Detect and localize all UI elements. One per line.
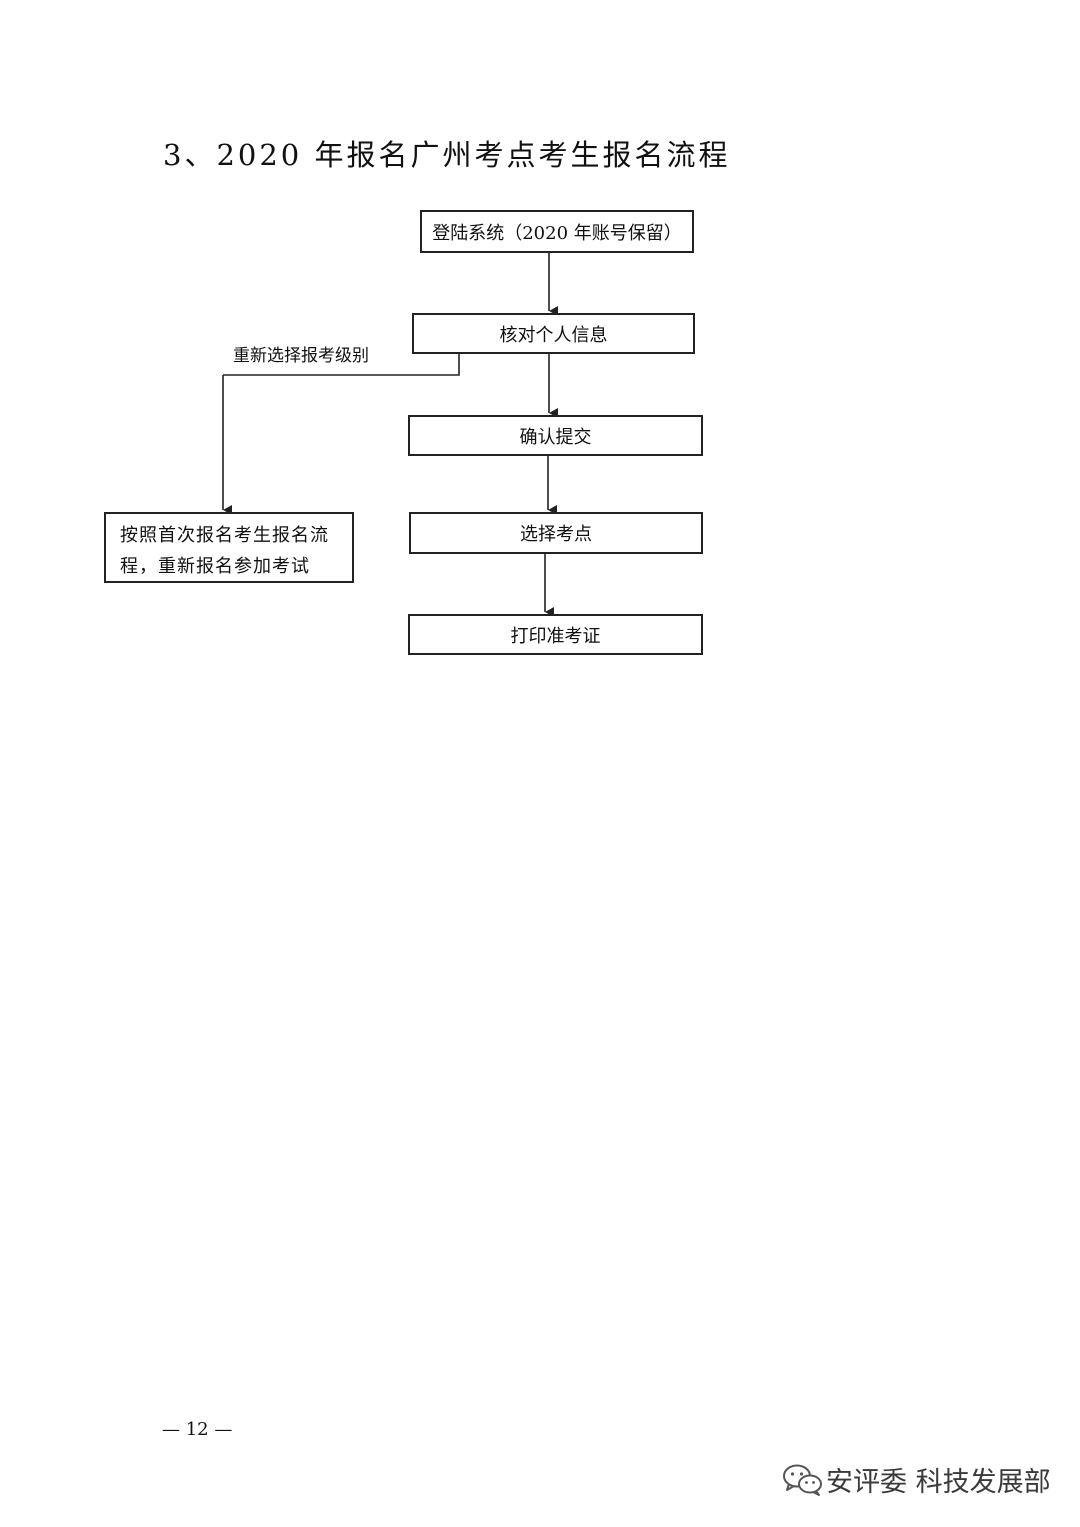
watermark: 安评委 科技发展部 (782, 1460, 1051, 1499)
watermark-text: 安评委 科技发展部 (826, 1467, 1051, 1498)
flow-branch-box: 按照首次报名考生报名流 程，重新报名参加考试 (104, 512, 354, 583)
page-title: 3、2020 年报名广州考点考生报名流程 (163, 138, 731, 172)
branch-connector-line (223, 354, 460, 376)
branch-box-line1: 按照首次报名考生报名流 (120, 525, 329, 546)
flow-step-print-admission: 打印准考证 (408, 614, 703, 655)
branch-label: 重新选择报考级别 (233, 346, 369, 366)
flow-step-login: 登陆系统（2020 年账号保留） (420, 210, 694, 253)
flow-step-select-center: 选择考点 (409, 512, 703, 554)
flow-step-verify-info: 核对个人信息 (412, 313, 695, 354)
flow-step-confirm-submit: 确认提交 (408, 415, 703, 456)
wechat-icon (783, 1464, 822, 1496)
branch-box-line2: 程，重新报名参加考试 (120, 556, 310, 577)
page-number: — 12 — (162, 1419, 233, 1440)
